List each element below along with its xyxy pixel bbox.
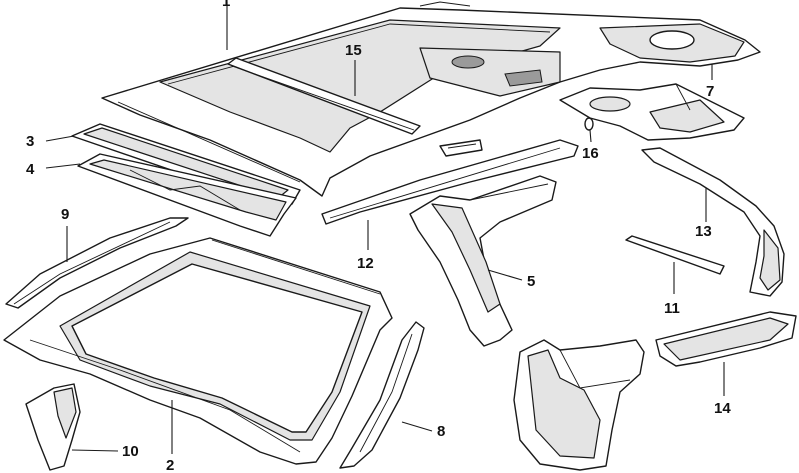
callout-1: 1 — [222, 0, 230, 10]
part-seal-strip — [625, 235, 725, 275]
part-rear-pillar-lower — [513, 339, 645, 471]
part-windshield-frame — [3, 237, 393, 465]
callout-16: 16 — [582, 145, 599, 162]
callout-3: 3 — [26, 133, 34, 150]
part-roof-panel — [101, 1, 761, 197]
callout-2: 2 — [166, 457, 174, 473]
part-quarter-window-frame — [641, 147, 785, 297]
callout-11: 11 — [664, 300, 680, 317]
part-a-pillar-trim — [5, 217, 189, 309]
callout-13: 13 — [695, 223, 712, 240]
part-lower-bracket — [25, 383, 81, 471]
part-clip — [584, 117, 594, 131]
leader-3 — [45, 135, 75, 142]
part-roof-rail-strip — [321, 139, 579, 225]
leader-16 — [589, 129, 592, 143]
callout-15: 15 — [345, 42, 362, 59]
callout-9: 9 — [61, 206, 69, 223]
leader-5 — [487, 269, 523, 281]
callout-10: 10 — [122, 443, 139, 460]
part-rear-panel — [655, 311, 797, 367]
callout-12: 12 — [357, 255, 374, 272]
callout-8: 8 — [437, 423, 445, 440]
part-rear-bracket — [559, 83, 745, 141]
callout-labels: 1 15 7 16 3 4 9 12 5 13 11 14 2 10 8 — [26, 0, 731, 473]
part-a-pillar-outer — [339, 321, 425, 469]
part-b-pillar — [409, 175, 557, 347]
callout-14: 14 — [714, 400, 731, 417]
part-sunroof-rail — [227, 57, 483, 157]
leader-4 — [45, 163, 81, 169]
leader-lines — [45, 2, 725, 454]
callout-5: 5 — [527, 273, 535, 290]
part-front-header-lower — [77, 153, 297, 237]
leader-8 — [401, 421, 433, 432]
callout-7: 7 — [706, 83, 714, 100]
callout-4: 4 — [26, 161, 35, 178]
leader-10 — [71, 449, 119, 452]
